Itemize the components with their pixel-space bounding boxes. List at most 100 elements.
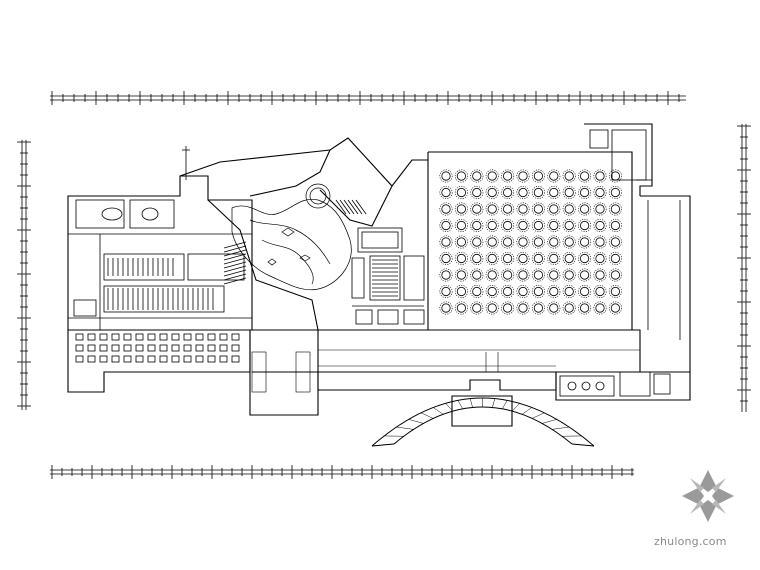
zhulong-logo [682,470,734,522]
table-chairs [593,186,607,200]
table-chairs [593,202,607,216]
round-table [579,187,590,198]
table-chairs [562,202,576,216]
seat-block [75,333,84,341]
seat-block [219,355,228,363]
round-table [472,270,482,280]
seat-block [135,333,144,341]
table-chairs [562,284,576,298]
table-chairs [501,186,515,200]
top-dimension-ticks [51,91,680,105]
table-chairs [439,169,453,183]
round-table [472,171,482,181]
round-table [518,171,528,181]
table-chairs [454,252,468,266]
table-chairs [593,219,607,233]
table-chairs [516,202,530,216]
table-chairs [608,202,622,216]
stair-tread [223,261,247,269]
seat-block [135,355,144,363]
round-table [472,220,482,231]
round-table [533,220,544,231]
seat-block [123,333,132,341]
round-table [518,204,528,214]
round-table [579,237,590,247]
seat-block [183,333,192,341]
left-dimension-ticks [17,141,31,407]
round-table [564,204,574,214]
table-chairs [516,235,530,249]
seat-block [171,344,180,352]
table-chairs [608,301,622,315]
round-table [518,220,528,231]
round-table [610,187,621,198]
round-table [441,204,451,214]
round-table [610,303,621,313]
canopy-rib [522,407,533,415]
round-table [502,237,513,247]
round-table [518,270,528,280]
round-table [487,187,497,198]
round-table [456,270,466,280]
seat-block [111,344,120,352]
table-chairs [531,186,545,200]
seat-block [195,333,204,341]
seat-block [75,344,84,352]
round-table [610,286,621,297]
round-table [610,204,621,214]
round-table [564,303,574,313]
table-chairs [454,284,468,298]
seat-block [75,355,84,363]
seat-block [147,344,156,352]
table-chairs [516,268,530,282]
table-chairs [485,284,499,298]
round-table [487,253,497,264]
table-chairs [501,169,515,183]
round-table [456,220,466,231]
table-chairs [485,186,499,200]
seat-block [195,355,204,363]
left-wing-seating [75,333,240,363]
stair-tread [355,199,367,215]
table-chairs [547,202,561,216]
central-service-block [351,227,425,325]
table-chairs [439,301,453,315]
watermark-text: zhulong.com [654,535,727,548]
round-table [579,286,590,297]
table-chairs [608,235,622,249]
table-chairs [485,202,499,216]
table-chairs [593,301,607,315]
seat-block [171,355,180,363]
table-chairs [562,219,576,233]
table-chairs [470,219,484,233]
table-chairs [593,235,607,249]
round-table [579,220,590,231]
table-chairs [454,301,468,315]
stair-tread [223,269,247,277]
round-table [610,270,621,280]
table-chairs [531,252,545,266]
round-table [579,303,590,313]
round-table [456,204,466,214]
round-table [518,253,528,264]
table-chairs [501,202,515,216]
table-chairs [531,202,545,216]
seat-block [219,344,228,352]
round-table [533,253,544,264]
table-chairs [501,252,515,266]
round-table [441,220,451,231]
building-outline [67,123,691,427]
canopy-rib [420,412,434,419]
table-chairs [454,186,468,200]
table-chairs [578,235,592,249]
table-chairs [454,235,468,249]
round-table [441,303,451,313]
seat-block [207,333,216,341]
table-chairs [608,219,622,233]
seat-block [207,355,216,363]
round-table [595,303,605,313]
round-table [549,220,559,231]
round-table [579,204,590,214]
entrance-canopy [371,397,595,447]
banquet-table-grid [439,169,622,315]
